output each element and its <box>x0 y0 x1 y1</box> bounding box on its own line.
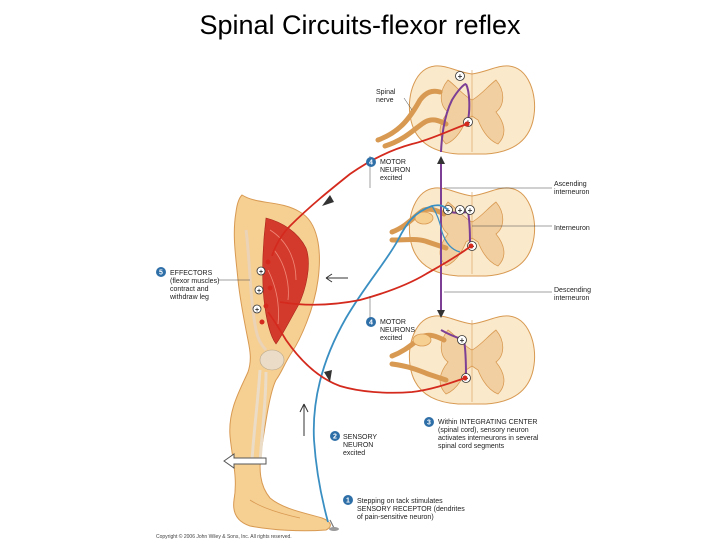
svg-text:5: 5 <box>159 270 163 277</box>
spinal-cord-segment-middle <box>408 187 536 277</box>
synapse-excitatory-marker: + <box>457 335 467 345</box>
sensory-impulse-arrow <box>299 403 309 436</box>
label-integrating-center: Within INTEGRATING CENTER(spinal cord), … <box>438 419 539 450</box>
label-interneuron: Interneuron <box>554 225 590 232</box>
dorsal-root-ganglion <box>414 211 434 225</box>
synapse-excitatory-marker: + <box>455 71 465 81</box>
effector-excitatory-marker: + <box>256 266 266 276</box>
step-marker-3: 3 <box>424 417 434 427</box>
step-marker-2: 2 <box>330 431 340 441</box>
synapse-excitatory-marker: + <box>455 205 465 215</box>
svg-text:+: + <box>259 269 263 276</box>
svg-text:4: 4 <box>369 160 373 167</box>
effector-excitatory-marker: + <box>252 304 262 314</box>
motor-neuron-top <box>271 123 468 257</box>
slide-title: Spinal Circuits-flexor reflex <box>199 10 521 40</box>
motor-impulse-arrow <box>322 195 334 206</box>
svg-text:+: + <box>460 336 465 345</box>
copyright-credit: Copyright © 2006 John Wiley & Sons, Inc.… <box>156 533 292 540</box>
dorsal-root-ganglion <box>412 333 432 347</box>
svg-text:+: + <box>446 206 451 215</box>
spinal-cord-segment-bottom <box>408 315 536 405</box>
effector-synapse-dots <box>259 259 273 325</box>
spinal-nerve-top <box>375 88 449 149</box>
step-marker-4a: 4 <box>366 157 376 167</box>
svg-text:+: + <box>257 288 261 295</box>
step-marker-1: 1 <box>343 495 353 505</box>
descending-interneuron-arrow <box>437 310 445 318</box>
tack-icon <box>329 519 339 531</box>
withdraw-arrow-icon <box>223 453 267 469</box>
motor-neuron-cell-body <box>468 243 474 249</box>
ascending-interneuron-arrow <box>437 156 445 164</box>
svg-text:4: 4 <box>369 320 373 327</box>
step-marker-5: 5 <box>156 267 166 277</box>
sensory-neuron-branch <box>431 205 461 253</box>
leg-illustration <box>229 194 331 532</box>
svg-text:2: 2 <box>333 434 337 441</box>
svg-text:1: 1 <box>346 498 350 505</box>
motor-impulse-arrow <box>324 370 332 382</box>
svg-text:+: + <box>255 307 259 314</box>
step-marker-4b: 4 <box>366 317 376 327</box>
svg-text:+: + <box>458 72 463 81</box>
effector-excitatory-marker: + <box>254 285 264 295</box>
svg-text:3: 3 <box>427 420 431 427</box>
motor-impulse-arrow <box>325 273 348 283</box>
spinal-cord-segment-top <box>408 65 536 155</box>
svg-text:+: + <box>468 206 473 215</box>
motor-neuron-cell-body <box>464 121 470 127</box>
motor-neuron-bottom <box>267 311 466 394</box>
motor-neuron-cell-body <box>462 375 468 381</box>
motor-neuron-middle <box>279 245 472 306</box>
synapse-excitatory-marker: + <box>465 205 475 215</box>
leader-lines <box>218 97 552 320</box>
svg-text:+: + <box>458 206 463 215</box>
